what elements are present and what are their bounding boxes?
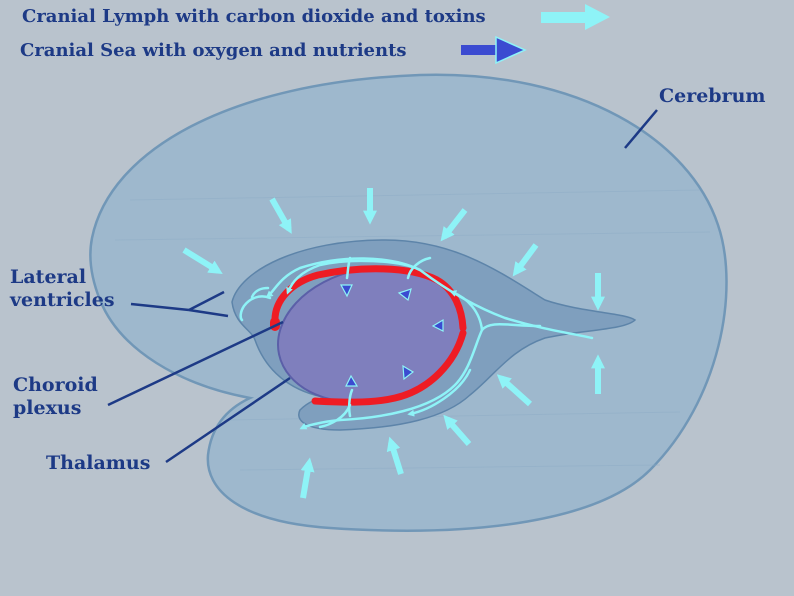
choroid-plexus-label: Choroid plexus xyxy=(13,374,98,420)
lateral-ventricles-label: Lateral ventricles xyxy=(10,266,115,312)
choroid-plexus-label-line1: Choroid xyxy=(13,374,98,396)
choroid-plexus-label-line2: plexus xyxy=(13,397,82,419)
cerebrum-label: Cerebrum xyxy=(659,85,766,107)
legend-lymph-label: Cranial Lymph with carbon dioxide and to… xyxy=(22,6,486,27)
sea-arrows xyxy=(339,284,444,387)
lymph-inflow-arrows xyxy=(182,188,605,499)
legend-sea-label: Cranial Sea with oxygen and nutrients xyxy=(20,40,407,61)
lateral-ventricles-label-line1: Lateral xyxy=(10,266,87,288)
lymph-flow-lines xyxy=(239,256,594,430)
legend-lymph-arrow xyxy=(541,4,610,30)
label-leader-lines xyxy=(107,109,658,464)
lateral-ventricles-label-line2: ventricles xyxy=(10,289,115,311)
thalamus-label: Thalamus xyxy=(46,452,151,474)
legend-sea-arrow xyxy=(461,35,527,65)
